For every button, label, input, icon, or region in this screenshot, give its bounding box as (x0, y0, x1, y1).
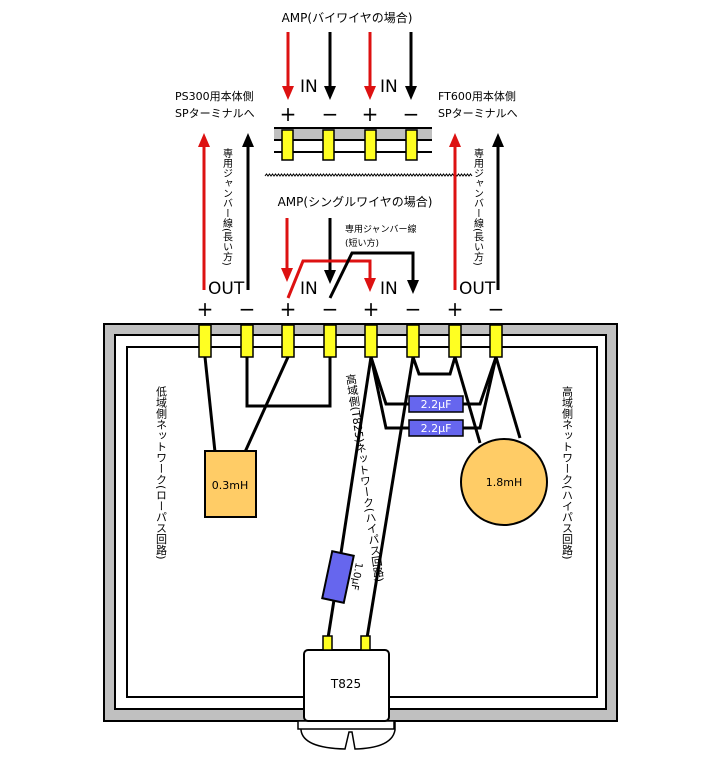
terminal-hp-plus-out (448, 324, 462, 358)
svg-text:1.8mH: 1.8mH (486, 476, 522, 489)
biwire-in-label-1: IN (300, 77, 318, 97)
biwire-arrows (282, 32, 417, 100)
polarity-plus: + (280, 102, 297, 126)
svg-text:2.2μF: 2.2μF (421, 422, 452, 435)
svg-text:0.3mH: 0.3mH (212, 479, 248, 492)
terminal-lp-plus-out (198, 324, 212, 358)
arrow-head-icon (282, 86, 294, 100)
long-jumper-right (449, 133, 504, 290)
tweeter-t825: T825 (297, 635, 396, 750)
svg-text:+: + (197, 297, 214, 321)
arrow-head-icon (364, 278, 376, 292)
biwire-title: AMP(バイワイヤの場合) (282, 10, 413, 25)
svg-text:−: − (405, 297, 422, 321)
low-network-label: 低域側ネットワーク(ローパス回路) (155, 386, 168, 560)
arrow-head-icon (449, 133, 461, 147)
out-label-right: OUT (459, 279, 496, 299)
main-polarity-labels: + − + − + − + − (197, 297, 505, 321)
section-divider (264, 173, 473, 177)
svg-text:+: + (447, 297, 464, 321)
arrow-head-icon (405, 86, 417, 100)
svg-text:+: + (280, 297, 297, 321)
internal-wiring (203, 356, 522, 639)
short-jumper-label-line-1: 専用ジャンバー線 (345, 223, 417, 235)
terminal (281, 129, 294, 161)
left-dest-line-2: SPターミナルへ (175, 107, 255, 120)
terminal (322, 129, 335, 161)
polarity-minus: − (403, 102, 420, 126)
svg-text:+: + (363, 297, 380, 321)
arrow-head-icon (281, 268, 293, 282)
terminal-lp-minus-in (323, 324, 337, 358)
in-label-2: IN (380, 279, 398, 299)
main-terminal-strip (198, 324, 503, 358)
single-wire-arrows (281, 218, 419, 299)
terminal (322, 635, 333, 651)
right-dest-line-1: FT600用本体側 (438, 89, 516, 103)
terminal-hp-minus-in (406, 324, 420, 358)
arrow-head-icon (324, 86, 336, 100)
svg-text:−: − (488, 297, 505, 321)
long-jumper-label-left: 専用ジャンバー線(長い方) (221, 148, 233, 266)
arrow-head-icon (407, 280, 419, 294)
left-dest-line-1: PS300用本体側 (175, 89, 254, 103)
svg-text:2.2μF: 2.2μF (421, 398, 452, 411)
polarity-minus: − (322, 102, 339, 126)
in-label-1: IN (300, 279, 318, 299)
terminal-lp-minus-out (240, 324, 254, 358)
svg-text:−: − (239, 297, 256, 321)
high-network-label: 高域側ネットワーク(ハイパス回路) (561, 385, 574, 560)
long-jumper-label-right: 専用ジャンバー線(長い方) (472, 148, 484, 266)
arrow-head-icon (324, 270, 336, 284)
capacitor-tweeter (321, 550, 355, 604)
svg-text:−: − (322, 297, 339, 321)
biwire-terminal-strip (274, 127, 432, 161)
arrow-head-icon (364, 86, 376, 100)
single-wire-title: AMP(シングルワイヤの場合) (278, 194, 433, 209)
arrow-head-icon (242, 133, 254, 147)
right-dest-line-2: SPターミナルへ (438, 107, 518, 120)
terminal-hp-plus-in (364, 324, 378, 358)
terminal-hp-minus-out (489, 324, 503, 358)
capacitor-tweeter-label: 1.0μF (348, 561, 364, 591)
terminal (405, 129, 418, 161)
inductor-high: 1.8mH (460, 438, 548, 526)
capacitor-2: 2.2μF (408, 419, 464, 437)
polarity-plus: + (362, 102, 379, 126)
arrow-head-icon (198, 133, 210, 147)
terminal (360, 635, 371, 651)
terminal (364, 129, 377, 161)
svg-text:T825: T825 (330, 677, 361, 691)
arrow-head-icon (492, 133, 504, 147)
out-label-left: OUT (208, 279, 245, 299)
long-jumper-left (198, 133, 254, 290)
biwire-in-label-2: IN (380, 77, 398, 97)
capacitor-1: 2.2μF (408, 395, 464, 413)
terminal-lp-plus-in (281, 324, 295, 358)
inductor-low: 0.3mH (204, 450, 257, 518)
short-jumper-label-line-2: (短い方) (345, 237, 379, 249)
